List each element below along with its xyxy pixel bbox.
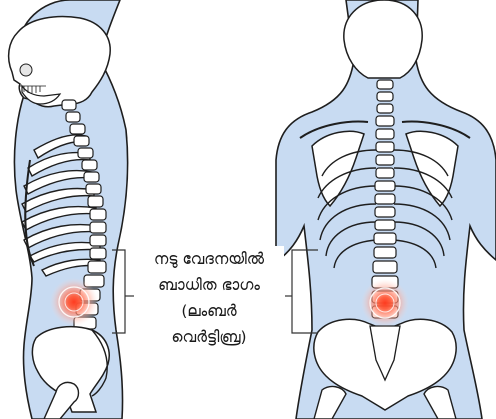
skull-eye-socket [20, 64, 32, 76]
label-line-4: വെർട്ടിബ്ര) [134, 324, 284, 350]
label-line-3: (ലംബർ [134, 298, 284, 324]
affected-area-label: നടു വേദനയിൽ ബാധിത ഭാഗം (ലംബർ വെർട്ടിബ്ര) [134, 246, 284, 350]
label-line-1: നടു വേദനയിൽ [134, 246, 284, 272]
side-pain-glow [50, 278, 98, 326]
label-line-2: ബാധിത ഭാഗം [134, 272, 284, 298]
back-pain-glow [361, 279, 409, 327]
back-skull [344, 0, 422, 78]
back-view-figure [276, 0, 496, 419]
side-view-figure [9, 0, 128, 419]
